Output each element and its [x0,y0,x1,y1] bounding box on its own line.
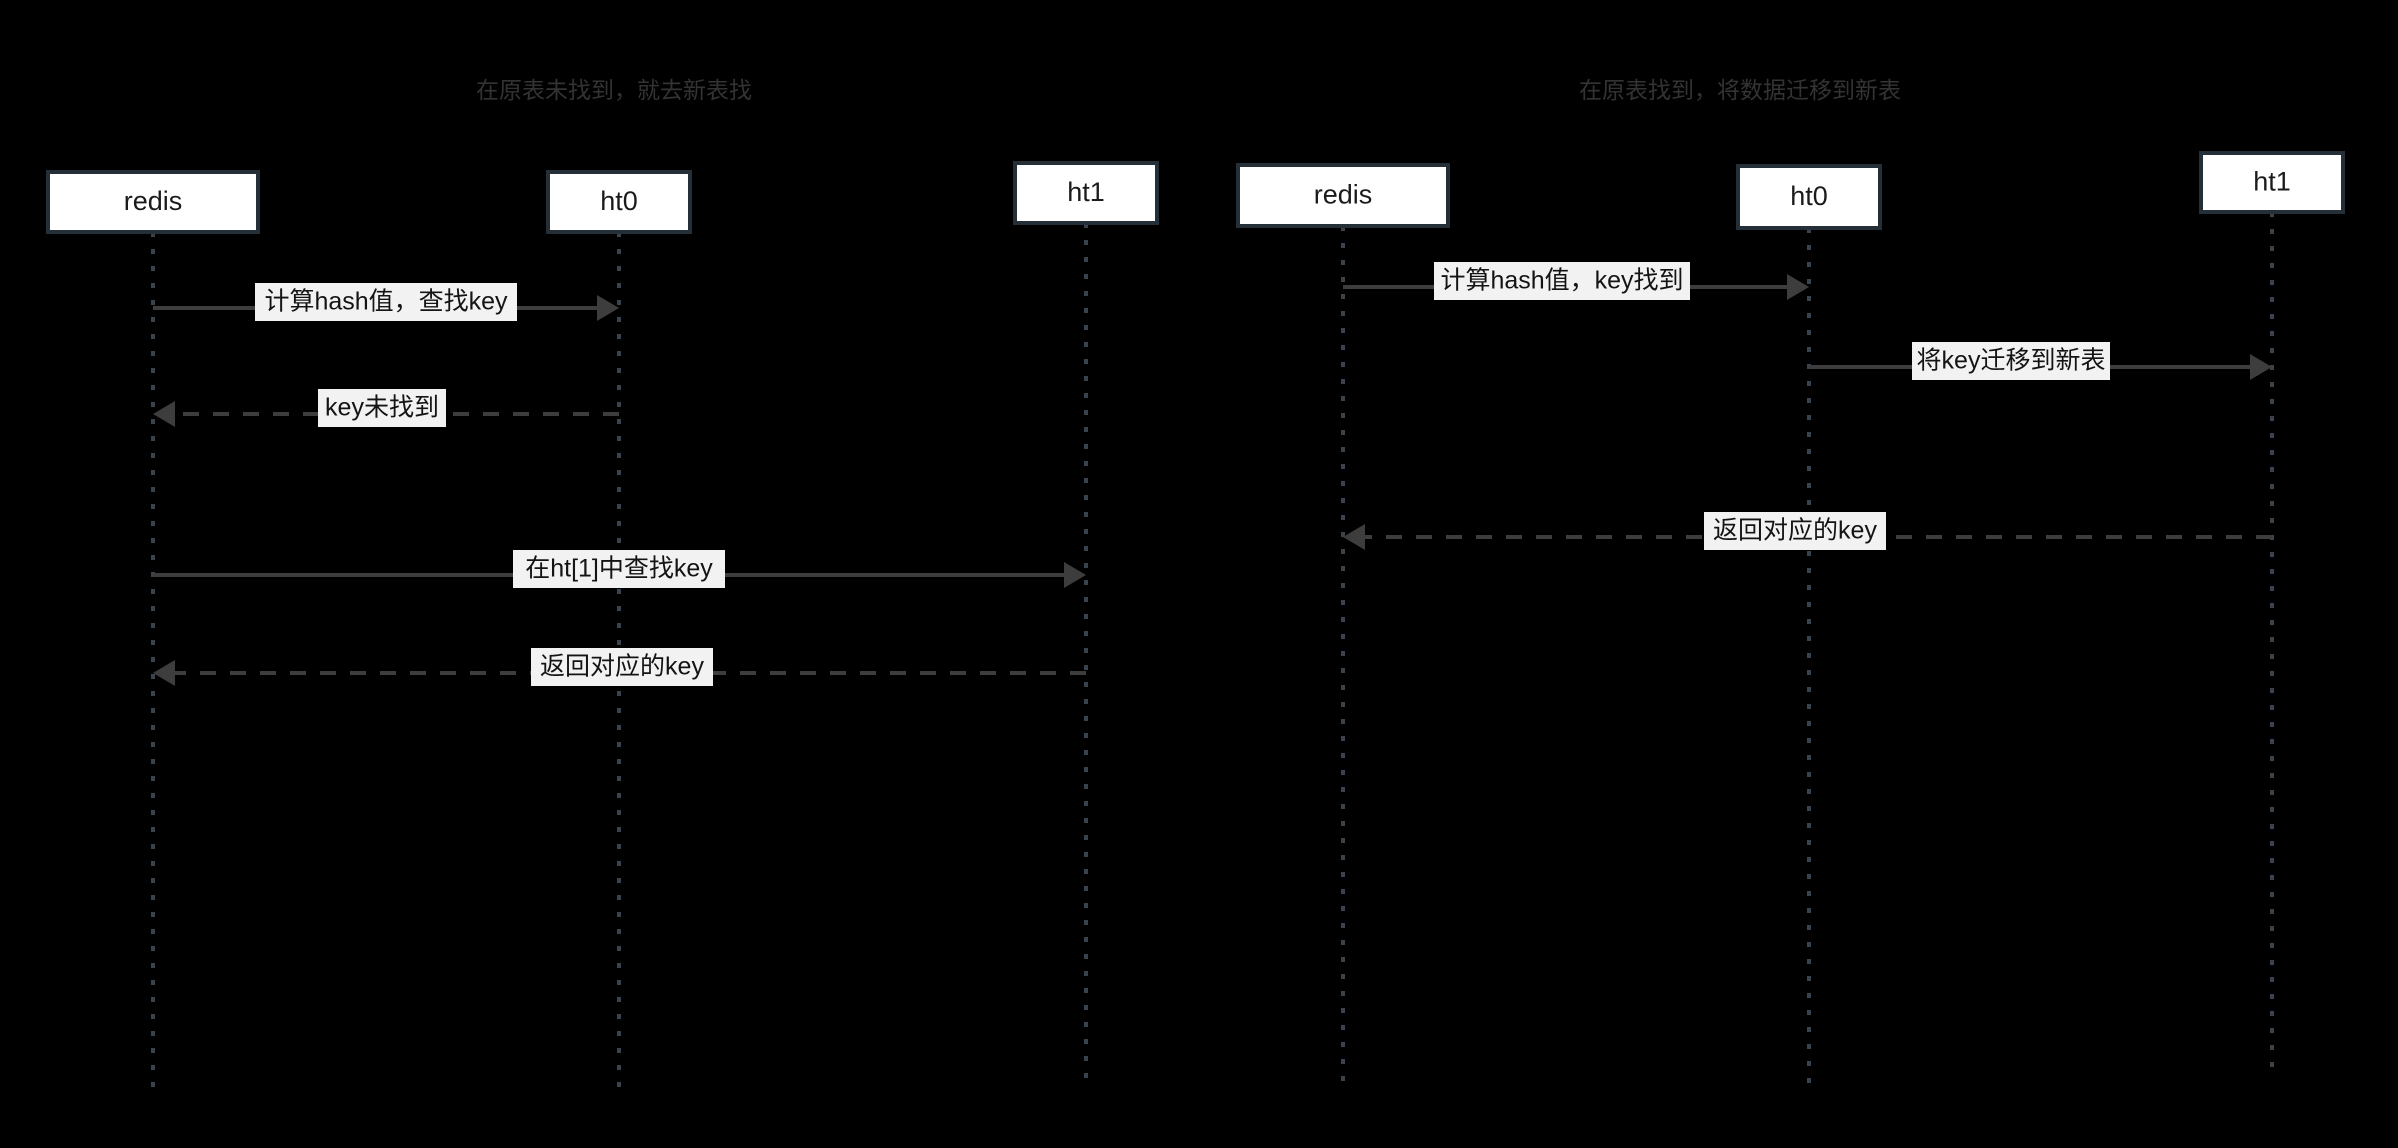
message-label-background [513,550,725,588]
participant-box [1236,163,1450,228]
message-label-background [318,389,446,427]
message-label: 计算hash值，key找到 [1440,267,1683,295]
participant-label: ht0 [1790,181,1828,211]
diagram-title: 在原表找到，将数据迁移到新表 [1579,77,1901,103]
arrow-head-icon [153,660,175,686]
arrow-head-icon [2250,354,2272,380]
arrow-head-icon [1787,274,1809,300]
message-2[interactable]: key未找到 [153,389,619,427]
message-2[interactable]: 将key迁移到新表 [1809,342,2272,380]
message-1[interactable]: 计算hash值，key找到 [1343,262,1809,300]
participant-redis[interactable]: redis [46,170,260,234]
participant-redis[interactable]: redis [1236,163,1450,228]
participant-ht1[interactable]: ht1 [2199,151,2345,214]
message-label-background [1704,512,1886,550]
arrow-head-icon [153,401,175,427]
participant-ht0[interactable]: ht0 [1736,164,1882,230]
message-label-background [1912,342,2110,380]
participant-label: ht1 [1067,177,1105,207]
participant-label: ht0 [600,186,638,216]
message-label: key未找到 [325,394,439,422]
participant-box [1736,164,1882,230]
participant-label: ht1 [2253,167,2291,197]
participant-label: redis [1314,180,1373,210]
diagram-title: 在原表未找到，就去新表找 [476,77,752,103]
participant-box [1013,161,1159,225]
message-label-background [1434,262,1690,300]
message-1[interactable]: 计算hash值，查找key [153,283,619,321]
message-label: 返回对应的key [1713,517,1877,545]
message-label: 计算hash值，查找key [264,288,508,316]
participant-ht0[interactable]: ht0 [546,170,692,234]
message-3[interactable]: 在ht[1]中查找key [153,550,1086,588]
arrow-head-icon [1064,562,1086,588]
participant-ht1[interactable]: ht1 [1013,161,1159,225]
arrow-head-icon [597,295,619,321]
participant-box [546,170,692,234]
participant-box [2199,151,2345,214]
participant-box [46,170,260,234]
message-3[interactable]: 返回对应的key [1343,512,2272,550]
message-4[interactable]: 返回对应的key [153,648,1086,686]
message-label: 返回对应的key [540,653,704,681]
sequence-diagram-right: 在原表找到，将数据迁移到新表计算hash值，key找到将key迁移到新表返回对应… [1236,77,2345,1092]
message-label: 在ht[1]中查找key [525,555,713,583]
message-label: 将key迁移到新表 [1917,347,2106,375]
message-label-background [531,648,713,686]
participant-label: redis [124,186,183,216]
message-label-background [255,283,517,321]
arrow-head-icon [1343,524,1365,550]
